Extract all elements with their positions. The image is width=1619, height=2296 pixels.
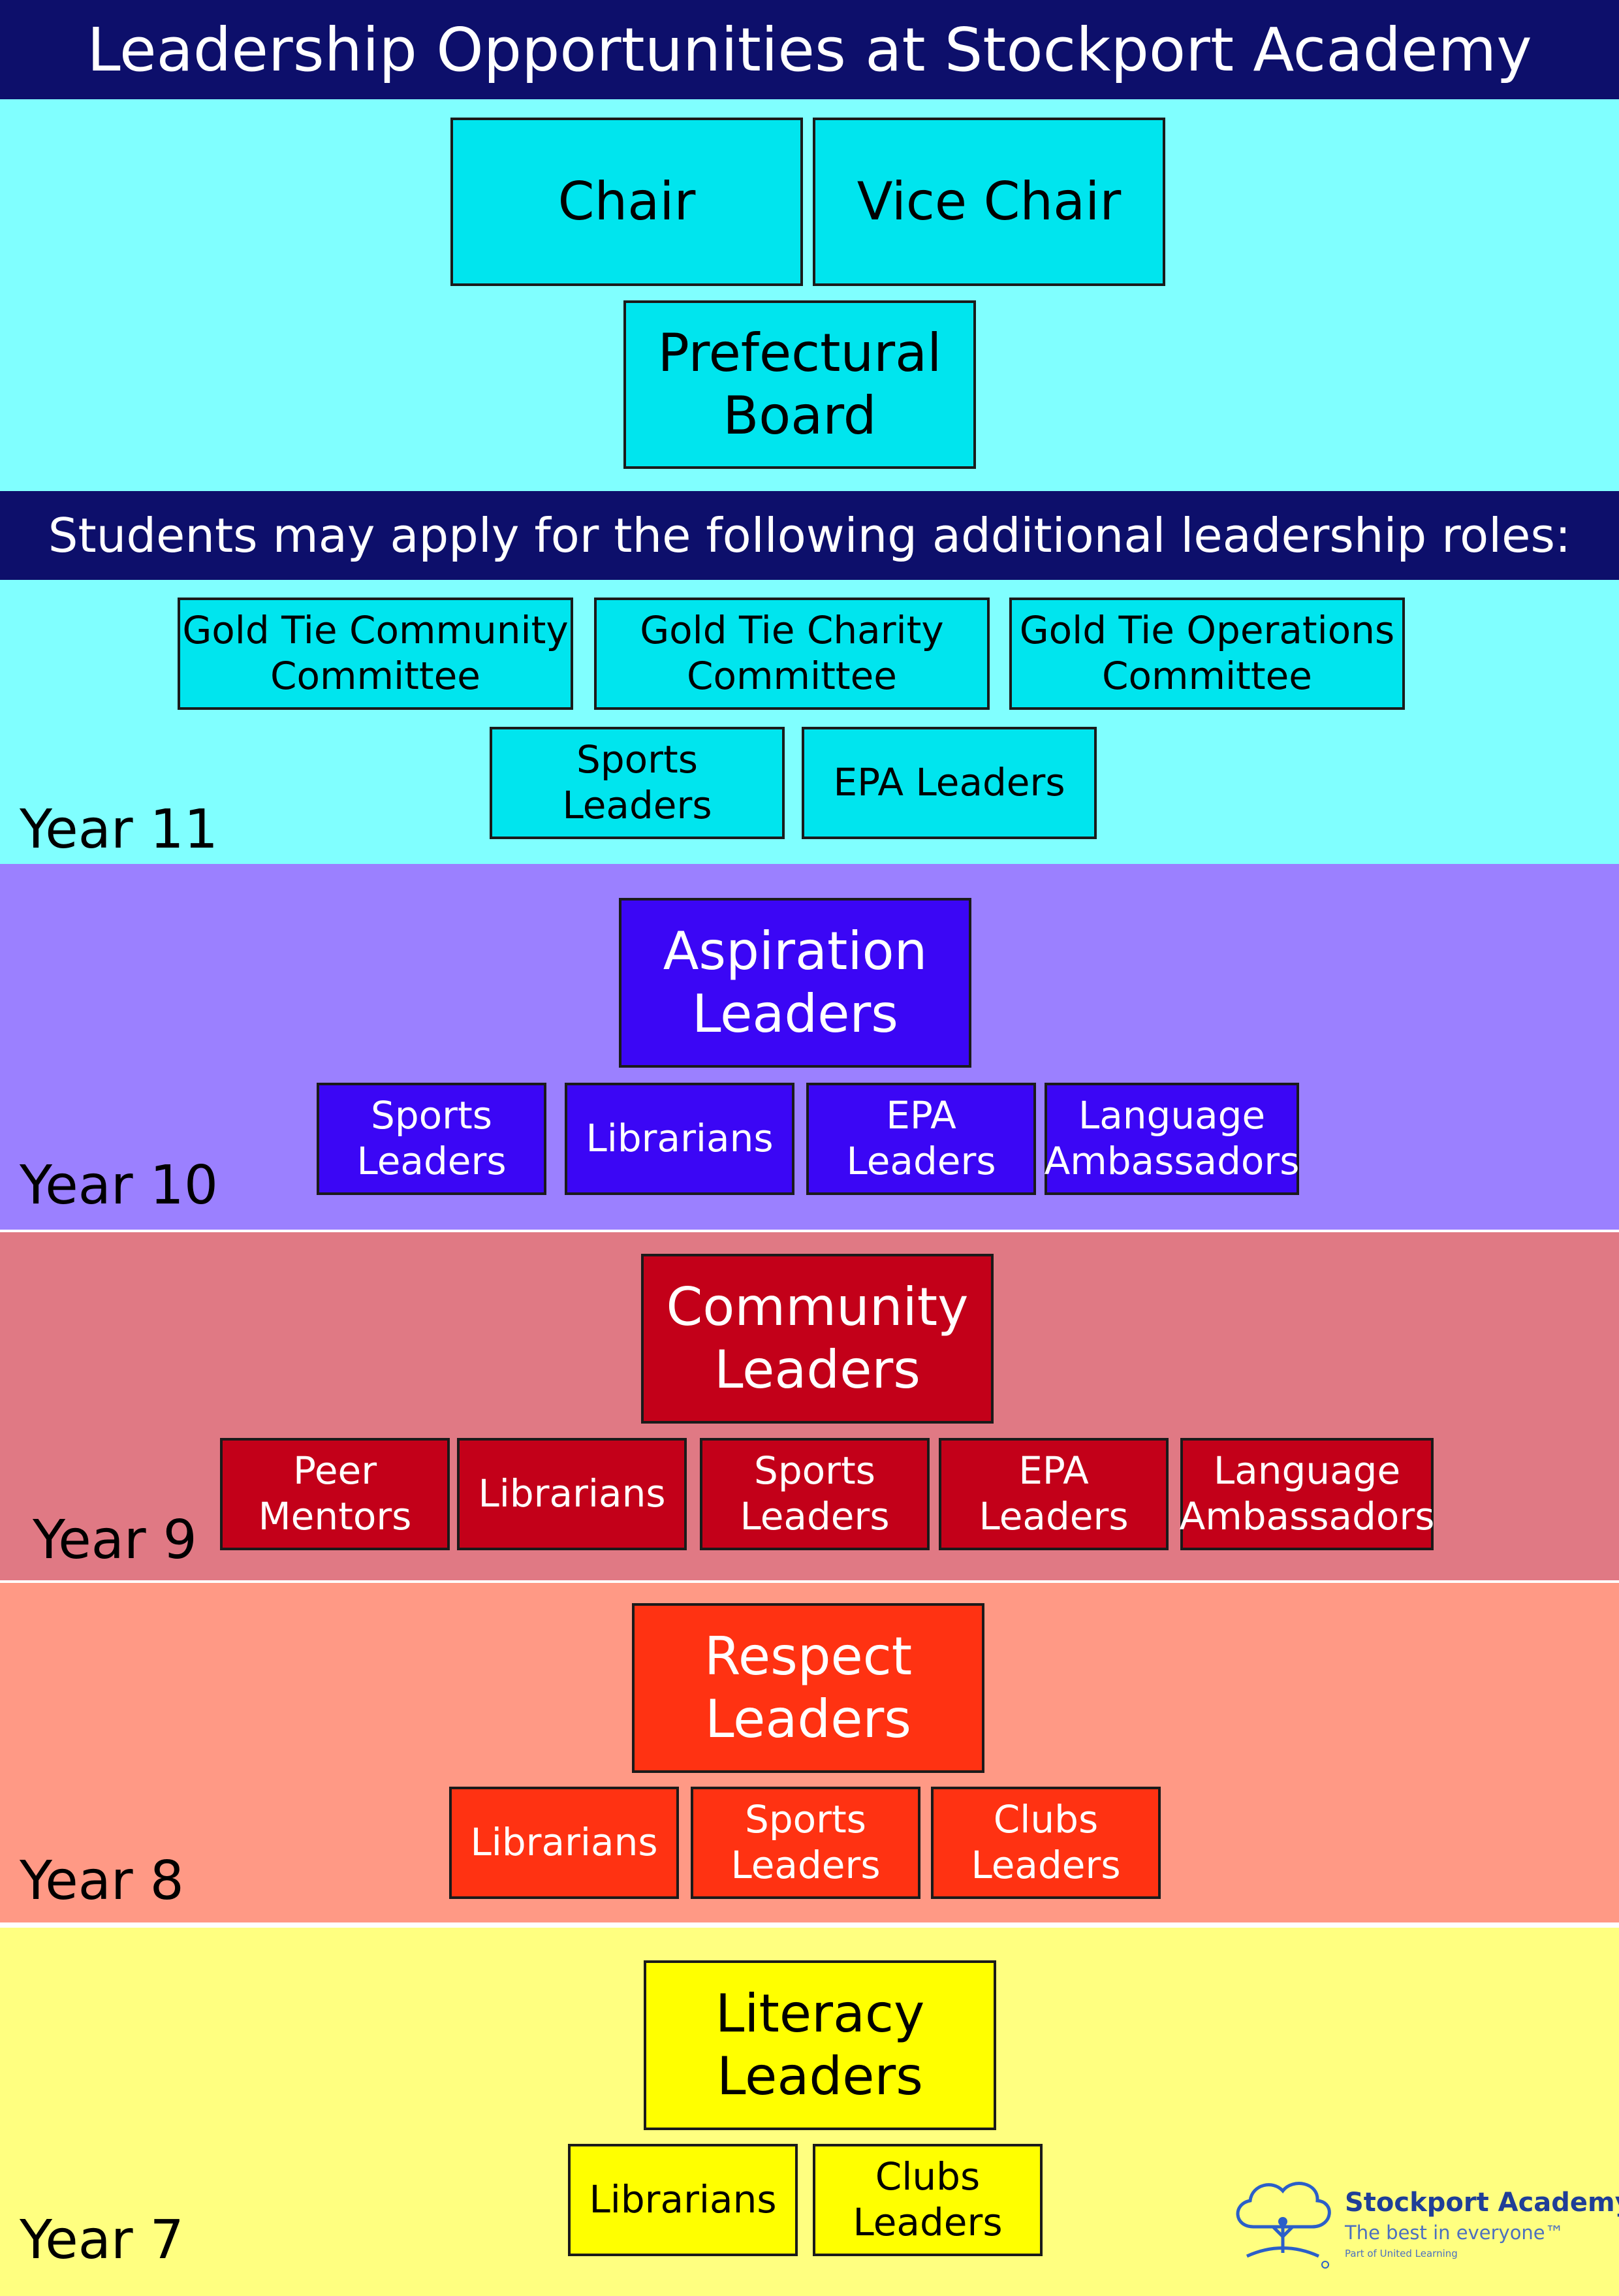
tree-icon <box>1236 2182 1331 2269</box>
literacy-leaders-box: Literacy Leaders <box>644 1960 996 2130</box>
year10-epa-leaders-box: EPA Leaders <box>806 1083 1036 1195</box>
year10-label: Year 10 <box>20 1155 219 1217</box>
page-title: Leadership Opportunities at Stockport Ac… <box>87 14 1532 85</box>
year11-label: Year 11 <box>20 799 219 861</box>
vice-chair-box: Vice Chair <box>813 118 1165 286</box>
year9-sports-leaders-box: Sports Leaders <box>700 1438 930 1550</box>
prefectural-board-box: Prefectural Board <box>623 300 976 469</box>
respect-leaders-box: Respect Leaders <box>632 1603 984 1773</box>
year8-librarians-box: Librarians <box>449 1787 679 1899</box>
gold-tie-community-box: Gold Tie Community Committee <box>178 598 573 710</box>
logo-subline: Part of United Learning <box>1345 2248 1458 2259</box>
additional-roles-heading: Students may apply for the following add… <box>48 508 1571 563</box>
year7-clubs-leaders-box: Clubs Leaders <box>813 2144 1043 2256</box>
year8-sports-leaders-box: Sports Leaders <box>691 1787 920 1899</box>
year10-language-ambassadors-box: Language Ambassadors <box>1045 1083 1299 1195</box>
year11-sports-leaders-box: Sports Leaders <box>490 727 785 839</box>
stockport-academy-logo: Stockport Academy The best in everyone™ … <box>1227 2175 1619 2272</box>
gold-tie-charity-box: Gold Tie Charity Committee <box>594 598 990 710</box>
year9-librarians-box: Librarians <box>457 1438 687 1550</box>
chair-box: Chair <box>450 118 803 286</box>
additional-roles-bar: Students may apply for the following add… <box>0 491 1619 580</box>
community-leaders-box: Community Leaders <box>641 1254 994 1424</box>
year8-label: Year 8 <box>20 1850 184 1912</box>
year10-sports-leaders-box: Sports Leaders <box>317 1083 546 1195</box>
logo-tagline: The best in everyone™ <box>1345 2222 1564 2244</box>
year10-librarians-box: Librarians <box>565 1083 794 1195</box>
year9-label: Year 9 <box>33 1509 197 1571</box>
gold-tie-operations-box: Gold Tie Operations Committee <box>1009 598 1405 710</box>
year8-clubs-leaders-box: Clubs Leaders <box>931 1787 1161 1899</box>
title-bar: Leadership Opportunities at Stockport Ac… <box>0 0 1619 99</box>
year11-epa-leaders-box: EPA Leaders <box>802 727 1097 839</box>
logo-name: Stockport Academy <box>1345 2188 1619 2218</box>
year7-librarians-box: Librarians <box>568 2144 798 2256</box>
aspiration-leaders-box: Aspiration Leaders <box>619 898 971 1068</box>
year9-language-ambassadors-box: Language Ambassadors <box>1180 1438 1434 1550</box>
year9-epa-leaders-box: EPA Leaders <box>939 1438 1169 1550</box>
year9-peer-mentors-box: Peer Mentors <box>220 1438 450 1550</box>
year7-label: Year 7 <box>20 2209 184 2271</box>
